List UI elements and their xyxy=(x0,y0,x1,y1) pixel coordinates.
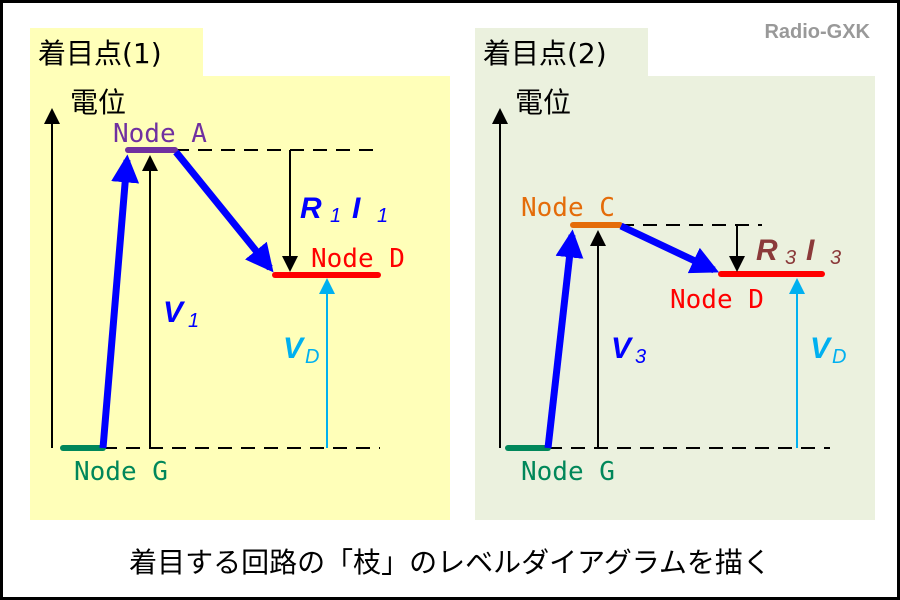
caption: 着目する回路の「枝」のレベルダイアグラムを描く xyxy=(129,546,771,579)
v-symbol: V xyxy=(611,332,634,365)
v1-label: V 1 xyxy=(163,296,199,332)
i-symbol: I xyxy=(806,234,815,267)
r-subscript: 1 xyxy=(330,205,341,227)
axis-label: 電位 xyxy=(70,86,126,119)
node-d-label: Node D xyxy=(670,285,764,315)
r3i3-label: R 3 I 3 xyxy=(756,234,841,269)
v-symbol: V xyxy=(163,296,186,329)
panel-2-title: 着目点(2) xyxy=(483,37,607,70)
i-symbol: I xyxy=(352,192,361,225)
axis-label: 電位 xyxy=(515,86,571,119)
r-symbol: R xyxy=(300,192,322,225)
node-a-label: Node A xyxy=(113,119,207,149)
r-subscript: 3 xyxy=(785,247,796,269)
panel-1-body xyxy=(30,76,450,520)
v3-label: V 3 xyxy=(611,332,646,368)
vd-label: V D xyxy=(810,332,846,368)
r1i1-label: R 1 I 1 xyxy=(300,192,388,227)
node-g-label: Node G xyxy=(74,457,168,487)
node-d-label: Node D xyxy=(311,244,405,274)
panel-1-tab xyxy=(30,28,203,78)
vd-subscript: D xyxy=(305,346,319,368)
i-subscript: 1 xyxy=(377,205,388,227)
i-subscript: 3 xyxy=(830,247,841,269)
vd-symbol: V xyxy=(810,332,833,365)
panel-1: 着目点(1) 電位 Node A Node D Node G R 1 I 1 V… xyxy=(30,28,450,520)
vd-symbol: V xyxy=(283,332,306,365)
path-arrow-c-d xyxy=(619,222,720,274)
r-symbol: R xyxy=(756,234,778,267)
vd-label: V D xyxy=(283,332,319,368)
node-g-label: Node G xyxy=(521,457,615,487)
panel-2: 着目点(2) 電位 Node C Node D Node G R 3 I 3 V… xyxy=(475,28,875,520)
node-c-label: Node C xyxy=(521,193,615,223)
vd-subscript: D xyxy=(832,346,846,368)
path-arrow-a-d xyxy=(173,149,274,273)
v-subscript: 3 xyxy=(635,346,646,368)
panel-1-title: 着目点(1) xyxy=(38,37,162,70)
path-arrow-g-c xyxy=(544,229,584,449)
watermark: Radio-GXK xyxy=(764,21,870,43)
panel-2-tab xyxy=(475,28,648,78)
v-subscript: 1 xyxy=(188,310,199,332)
path-arrow-g-a xyxy=(99,154,140,449)
